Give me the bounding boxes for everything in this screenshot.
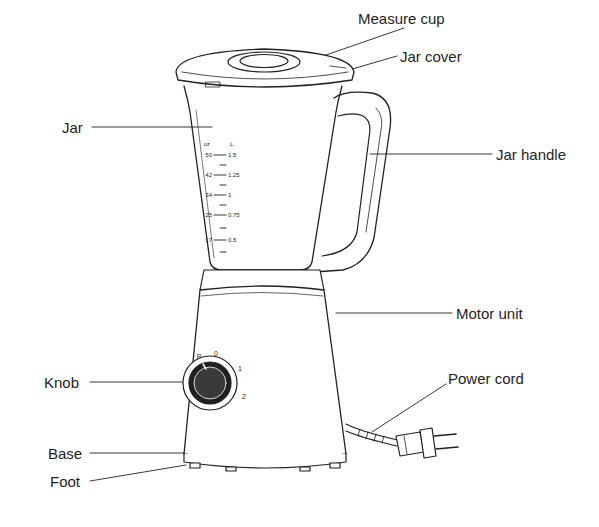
part-label: Motor unit xyxy=(456,306,523,321)
part-label: Jar xyxy=(62,120,83,135)
knob-mark: P xyxy=(197,353,202,360)
knob-mark: 0 xyxy=(214,350,218,357)
leader-lines xyxy=(90,28,492,481)
part-label: Jar cover xyxy=(400,49,462,64)
scale-number: 1.5 xyxy=(228,152,236,158)
part-label: Knob xyxy=(44,375,79,390)
scale-unit: L xyxy=(230,141,233,147)
scale-number: 42 xyxy=(205,172,212,178)
scale-number: 1.25 xyxy=(228,172,240,178)
part-label: Power cord xyxy=(448,371,524,386)
scale-number: 0.75 xyxy=(228,212,240,218)
part-label: Jar handle xyxy=(496,147,566,162)
scale-number: 0.5 xyxy=(228,237,236,243)
scale-number: 50 xyxy=(205,152,212,158)
part-label: Foot xyxy=(50,474,80,489)
knob-mark: 2 xyxy=(242,393,246,400)
scale-unit: oz xyxy=(204,141,210,147)
knob-mark: 1 xyxy=(238,365,242,372)
scale-number: 34 xyxy=(205,192,212,198)
part-label: Measure cup xyxy=(358,11,445,26)
part-label: Base xyxy=(48,446,82,461)
scale-number: 1 xyxy=(228,192,231,198)
scale-number: 17 xyxy=(205,237,212,243)
scale-number: 25 xyxy=(205,212,212,218)
